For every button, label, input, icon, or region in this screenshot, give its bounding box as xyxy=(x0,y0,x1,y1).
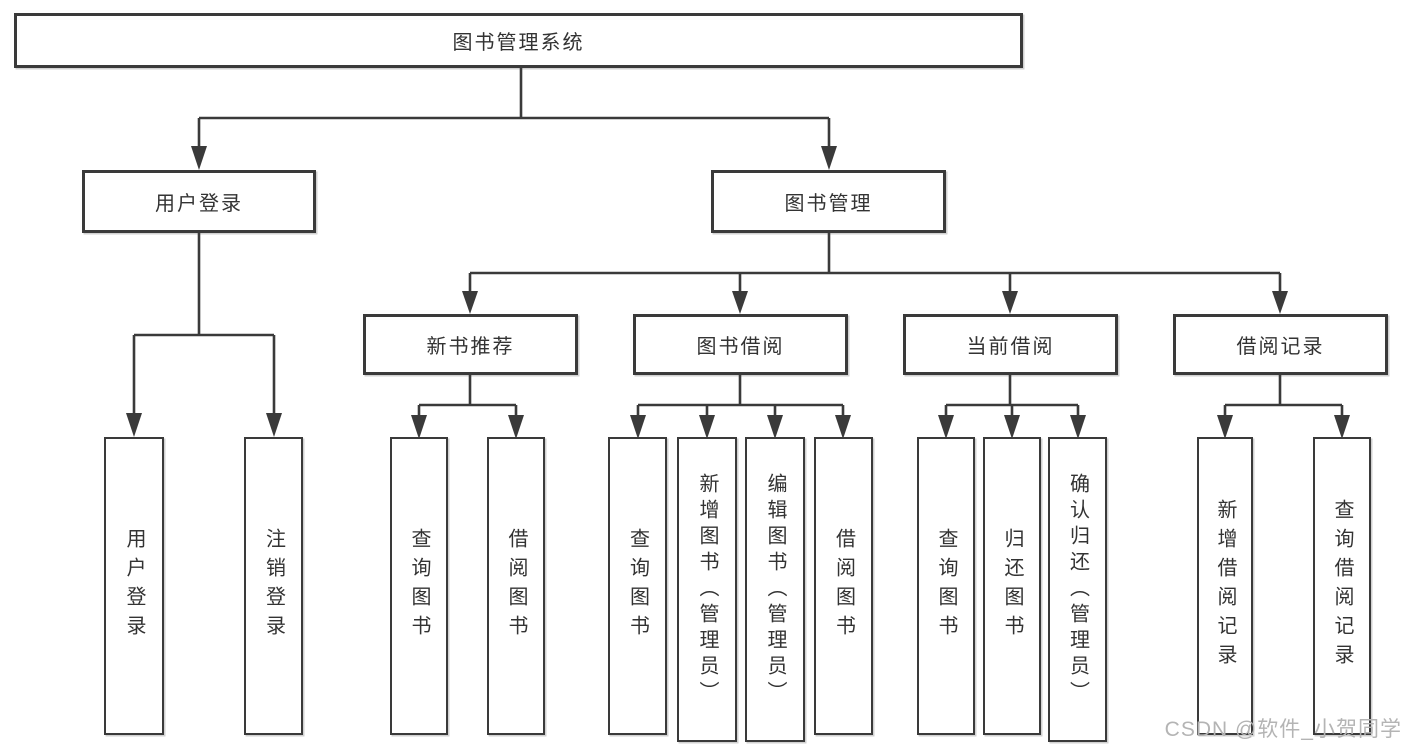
node-user-login-action-label: 用户登录 xyxy=(123,528,145,644)
node-borrow-record-label: 借阅记录 xyxy=(1236,336,1325,358)
node-query-books-newbook-label: 查询图书 xyxy=(408,528,430,644)
node-query-books-current: 查询图书 xyxy=(917,437,975,735)
node-borrow-record: 借阅记录 xyxy=(1173,314,1388,375)
node-book-management-module: 图书管理 xyxy=(711,170,946,233)
node-book-borrow-label: 图书借阅 xyxy=(696,336,785,358)
node-new-book-recommend-label: 新书推荐 xyxy=(426,336,515,358)
node-query-borrow-record-label: 查询借阅记录 xyxy=(1331,499,1353,673)
node-current-borrow-label: 当前借阅 xyxy=(966,336,1055,358)
node-query-books-borrow-label: 查询图书 xyxy=(626,528,649,644)
node-current-borrow: 当前借阅 xyxy=(903,314,1118,375)
node-add-book-admin: 新增图书（管理员） xyxy=(677,437,737,742)
node-borrow-books-borrow-label: 借阅图书 xyxy=(832,528,855,644)
node-query-books-borrow: 查询图书 xyxy=(608,437,667,735)
node-edit-book-admin: 编辑图书（管理员） xyxy=(745,437,805,742)
node-add-book-admin-label: 新增图书（管理员） xyxy=(696,472,718,707)
node-borrow-books-borrow: 借阅图书 xyxy=(814,437,873,735)
node-confirm-return-admin-label: 确认归还（管理员） xyxy=(1066,472,1089,707)
node-confirm-return-admin: 确认归还（管理员） xyxy=(1048,437,1107,742)
node-query-books-newbook: 查询图书 xyxy=(390,437,448,735)
node-return-book: 归还图书 xyxy=(983,437,1041,735)
node-book-borrow: 图书借阅 xyxy=(633,314,848,375)
node-book-management-label: 图书管理 xyxy=(784,193,873,215)
node-user-login-label: 用户登录 xyxy=(155,193,243,215)
node-edit-book-admin-label: 编辑图书（管理员） xyxy=(764,472,786,707)
node-logout-action-label: 注销登录 xyxy=(262,528,285,644)
node-borrow-books-newbook-label: 借阅图书 xyxy=(505,528,527,644)
node-query-books-current-label: 查询图书 xyxy=(935,528,957,644)
node-query-borrow-record: 查询借阅记录 xyxy=(1313,437,1371,735)
node-library-system: 图书管理系统 xyxy=(14,13,1023,68)
node-user-login-action: 用户登录 xyxy=(104,437,164,735)
node-logout-action: 注销登录 xyxy=(244,437,303,735)
node-add-borrow-record-label: 新增借阅记录 xyxy=(1214,499,1236,673)
node-add-borrow-record: 新增借阅记录 xyxy=(1197,437,1253,735)
arrowheads xyxy=(126,146,1350,439)
node-return-book-label: 归还图书 xyxy=(1001,528,1023,644)
csdn-watermark: CSDN @软件_小贺同学 xyxy=(1164,718,1402,741)
connector-edges xyxy=(132,68,1344,419)
node-user-login-module: 用户登录 xyxy=(82,170,316,233)
node-new-book-recommend: 新书推荐 xyxy=(363,314,578,375)
node-borrow-books-newbook: 借阅图书 xyxy=(487,437,545,735)
node-library-system-label: 图书管理系统 xyxy=(452,32,585,54)
